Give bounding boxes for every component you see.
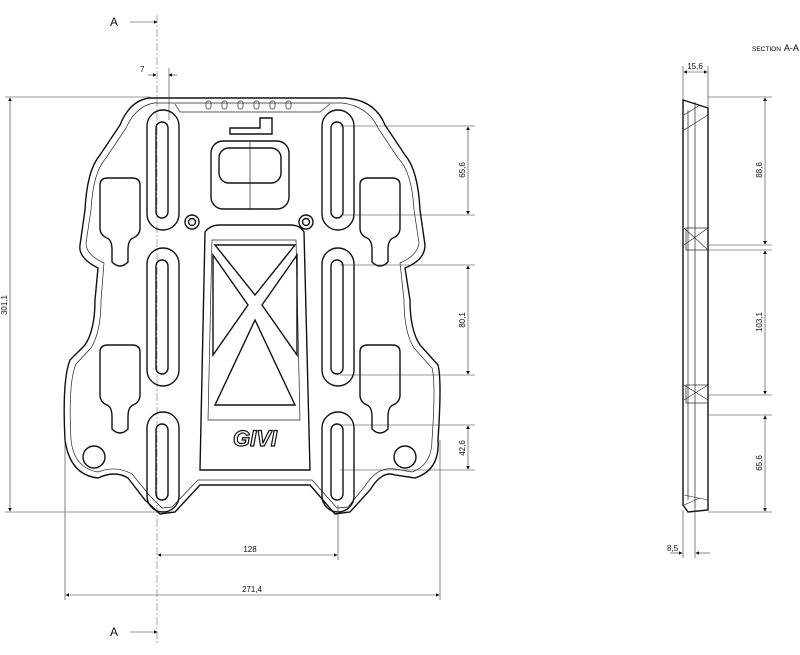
dim-middle-span: 103,1: [755, 311, 764, 332]
section-view: [670, 66, 772, 558]
section-cut-line: [130, 15, 158, 645]
mounting-holes: [82, 214, 417, 469]
dim-lower-spacing: 42,6: [458, 440, 467, 456]
handle-window: [210, 117, 290, 210]
front-dimensions: [5, 68, 475, 600]
slots-left: [146, 109, 180, 513]
dim-bottom-thickness: 8,5: [667, 544, 679, 553]
dim-lower-span: 65,6: [755, 455, 764, 471]
dim-top-thickness: 15,6: [687, 62, 703, 71]
dim-upper-spacing: 65,6: [458, 162, 467, 178]
dim-overall-width: 271,4: [242, 585, 263, 594]
dim-slot-distance: 128: [243, 545, 257, 554]
section-mark-bottom: A: [110, 625, 118, 639]
carrier-plate-front-view: GIVI: [63, 97, 441, 515]
keyholes: [99, 177, 401, 434]
dim-upper-span: 88,6: [755, 162, 764, 178]
dim-slot-width: 7: [140, 65, 145, 74]
dim-overall-height: 301,1: [0, 294, 9, 315]
slots-right: [321, 109, 355, 513]
givi-logo: GIVI: [233, 426, 278, 451]
center-x-panel: [199, 224, 311, 471]
section-mark-top: A: [110, 15, 118, 29]
dim-middle-spacing: 80,1: [458, 312, 467, 328]
